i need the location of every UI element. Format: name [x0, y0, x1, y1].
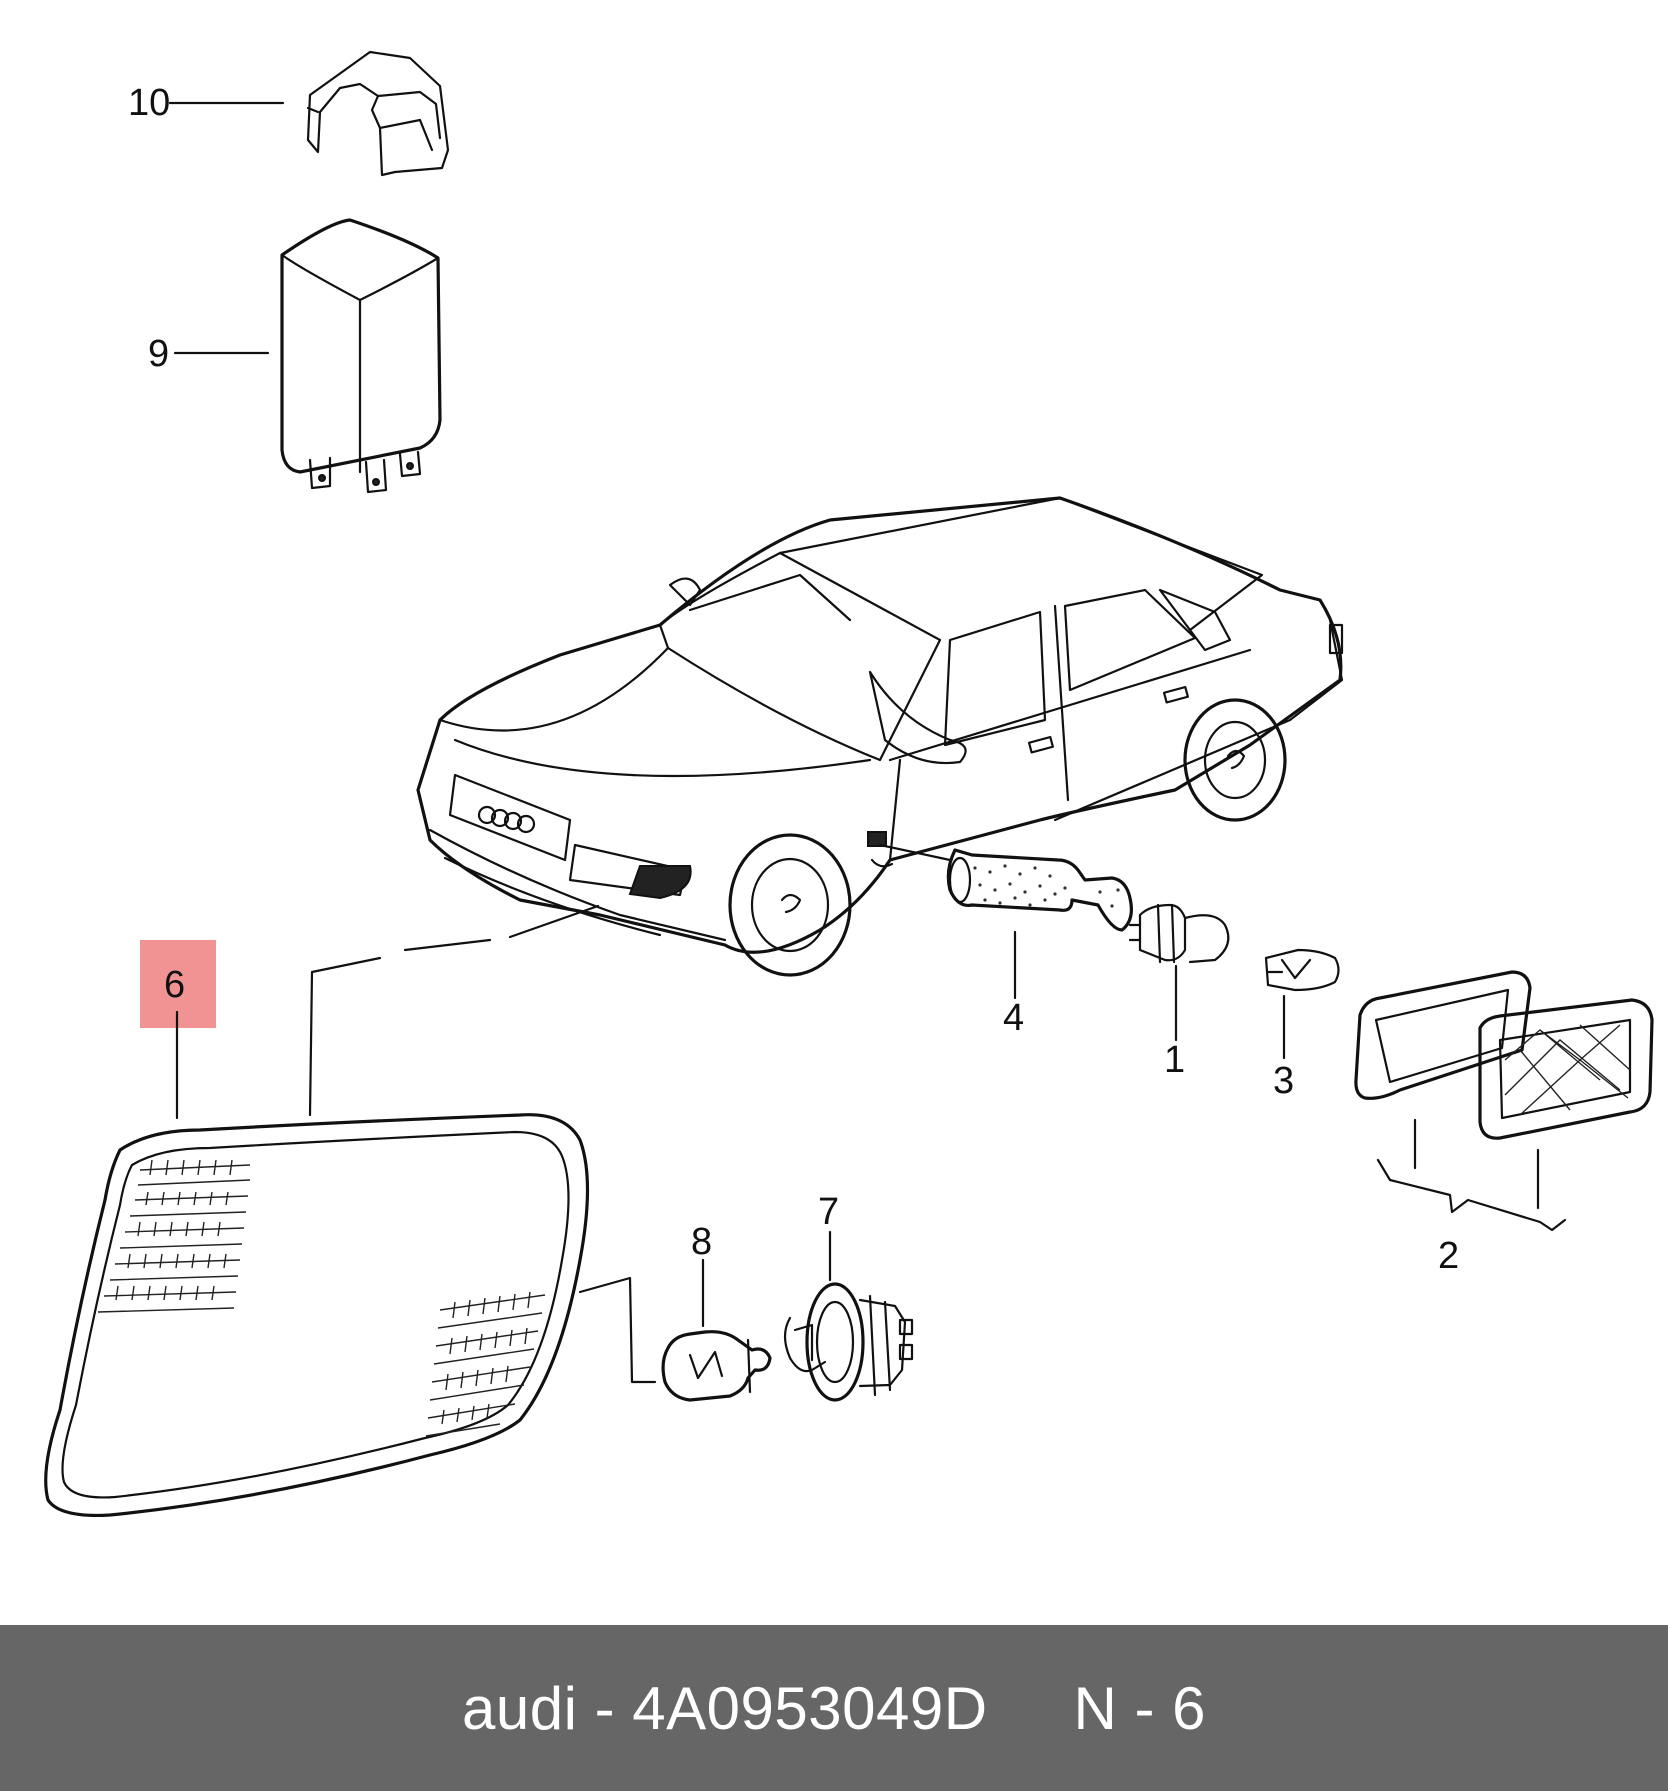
caption-bar: audi - 4A0953049D N - 6	[0, 1625, 1668, 1791]
leader-car-to-lens	[308, 904, 600, 1117]
callout-6: 6	[164, 964, 185, 1006]
audi-rings-logo	[477, 805, 536, 834]
callout-9: 9	[148, 333, 169, 375]
part-6-turn-signal-lens[interactable]	[44, 1113, 590, 1518]
caption-text: audi - 4A0953049D N - 6	[462, 1674, 1206, 1743]
callout-8: 8	[691, 1221, 712, 1263]
part-9-relay[interactable]	[280, 218, 442, 494]
callout-10: 10	[128, 82, 170, 124]
part-1-socket[interactable]	[1128, 903, 1230, 964]
turn-signal-location-marker	[628, 865, 692, 900]
part-4-seal[interactable]	[878, 843, 1133, 932]
caption-gap	[988, 1675, 1074, 1742]
part-2-side-marker[interactable]	[1354, 970, 1654, 1232]
car-illustration	[416, 496, 1344, 977]
callout-4: 4	[1003, 997, 1024, 1039]
position-label: N - 6	[1073, 1674, 1206, 1742]
part-7-bulb-holder[interactable]	[783, 1282, 914, 1402]
callout-7: 7	[818, 1191, 839, 1233]
callout-2: 2	[1438, 1235, 1459, 1277]
part-10-clip[interactable]	[306, 50, 450, 177]
part-8-bulb[interactable]	[661, 1330, 772, 1402]
parts-diagram: 10 9	[44, 50, 1654, 1518]
callout-1: 1	[1164, 1039, 1185, 1081]
leader-lens-to-bulb	[578, 1276, 657, 1384]
caption-separator: -	[577, 1674, 633, 1742]
callout-3: 3	[1273, 1060, 1294, 1102]
brand-name: audi	[462, 1674, 578, 1742]
part-number: 4A0953049D	[632, 1674, 988, 1742]
part-3-bulb[interactable]	[1264, 948, 1340, 992]
side-marker-location	[867, 831, 887, 847]
